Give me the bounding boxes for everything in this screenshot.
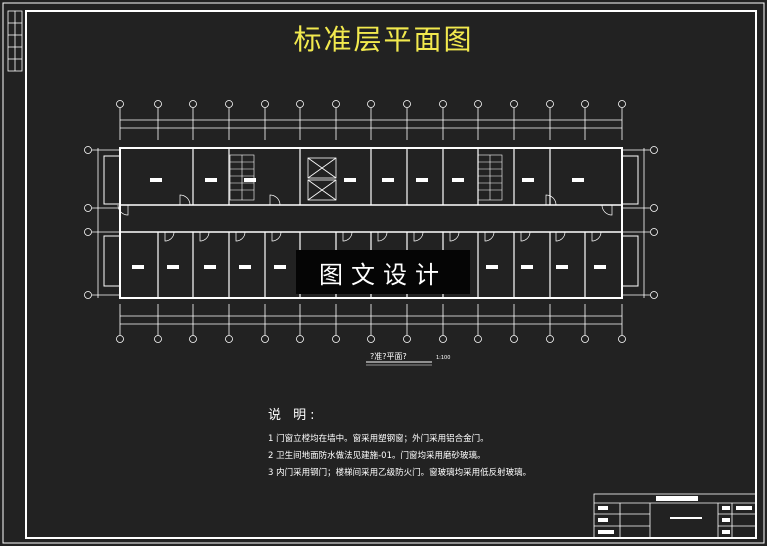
note-line-2: 2 卫生间地面防水做法见建施-01。门窗均采用磨砂玻璃。 [268, 451, 486, 461]
axis-bubble [84, 291, 92, 299]
door-swing [591, 231, 602, 242]
design-notes: 说 明: 1 门窗立樘均在墙中。窗采用塑钢窗；外门采用铝合金门。 2 卫生间地面… [268, 404, 531, 482]
notes-heading: 说 明: [268, 408, 319, 423]
axis-bubble [510, 100, 518, 108]
axis-bubble [154, 100, 162, 108]
axis-bubble [84, 146, 92, 154]
axis-bubble [154, 335, 162, 343]
axis-bubble [546, 100, 554, 108]
room-tag [344, 178, 356, 182]
door-swing [484, 231, 495, 242]
drawing-title: 标准层平面图 [293, 23, 474, 56]
room-tag [204, 265, 216, 269]
axis-bubble [296, 335, 304, 343]
room-tag [594, 265, 606, 269]
axis-bubble [84, 228, 92, 236]
sheet-inner-border [25, 10, 757, 539]
axis-bubble [296, 100, 304, 108]
elevator-shafts [307, 157, 337, 201]
axis-bubble [367, 335, 375, 343]
axis-bubble [581, 335, 589, 343]
room-tag [572, 178, 584, 182]
axis-bubble [403, 100, 411, 108]
door-swing [164, 231, 175, 242]
door-swing [545, 194, 557, 206]
axis-bubble [84, 204, 92, 212]
axis-bubble [650, 204, 658, 212]
axis-bubble [546, 335, 554, 343]
door-swing [555, 231, 566, 242]
axis-bubble [332, 335, 340, 343]
axis-bubble [439, 100, 447, 108]
axis-bubble [332, 100, 340, 108]
door-swing [235, 231, 246, 242]
door-swing [449, 231, 460, 242]
room-tag [274, 265, 286, 269]
axis-bubble [261, 335, 269, 343]
watermark-label: 图文设计 [296, 250, 470, 294]
axis-bubble [618, 100, 626, 108]
axis-bubble [189, 335, 197, 343]
axis-grid-marks [84, 100, 658, 343]
room-tag [244, 178, 256, 182]
door-swing [269, 194, 281, 206]
staircase-east [477, 154, 503, 201]
door-swings [117, 194, 613, 242]
room-tag [150, 178, 162, 182]
door-swing [271, 231, 282, 242]
room-tag [239, 265, 251, 269]
axis-bubble [261, 100, 269, 108]
axis-bubble [474, 100, 482, 108]
note-line-1: 1 门窗立樘均在墙中。窗采用塑钢窗；外门采用铝合金门。 [268, 434, 489, 444]
binding-strip [7, 10, 23, 72]
room-tag [132, 265, 144, 269]
room-tag [452, 178, 464, 182]
door-swing [199, 231, 210, 242]
axis-bubble [403, 335, 411, 343]
room-tag [416, 178, 428, 182]
door-swing [413, 231, 424, 242]
door-swing [117, 204, 129, 216]
axis-bubble [650, 146, 658, 154]
room-tag [205, 178, 217, 182]
axis-bubble [367, 100, 375, 108]
axis-bubble [116, 335, 124, 343]
plan-label: ?准?平面? [370, 352, 407, 361]
axis-bubble [225, 335, 233, 343]
room-tags [132, 178, 606, 269]
axis-bubble [474, 335, 482, 343]
room-tag [486, 265, 498, 269]
axis-bubble [650, 228, 658, 236]
room-tag [522, 178, 534, 182]
title-block [593, 493, 757, 539]
door-swing [377, 231, 388, 242]
axis-bubble [116, 100, 124, 108]
door-swing [342, 231, 353, 242]
axis-bubble [225, 100, 233, 108]
room-tag [521, 265, 533, 269]
plan-scale: 1:100 [436, 355, 451, 361]
axis-bubble [510, 335, 518, 343]
staircase-west [229, 154, 255, 201]
title-block-fills [598, 496, 752, 534]
note-line-3: 3 内门采用钢门；楼梯间采用乙级防火门。窗玻璃均采用低反射玻璃。 [268, 468, 532, 478]
room-tag [382, 178, 394, 182]
axis-bubble [650, 291, 658, 299]
room-tag [556, 265, 568, 269]
door-swing [179, 194, 191, 206]
door-swing [601, 204, 613, 216]
axis-bubble [618, 335, 626, 343]
axis-bubble [189, 100, 197, 108]
axis-bubble [439, 335, 447, 343]
room-tag [167, 265, 179, 269]
door-swing [520, 231, 531, 242]
axis-bubble [581, 100, 589, 108]
